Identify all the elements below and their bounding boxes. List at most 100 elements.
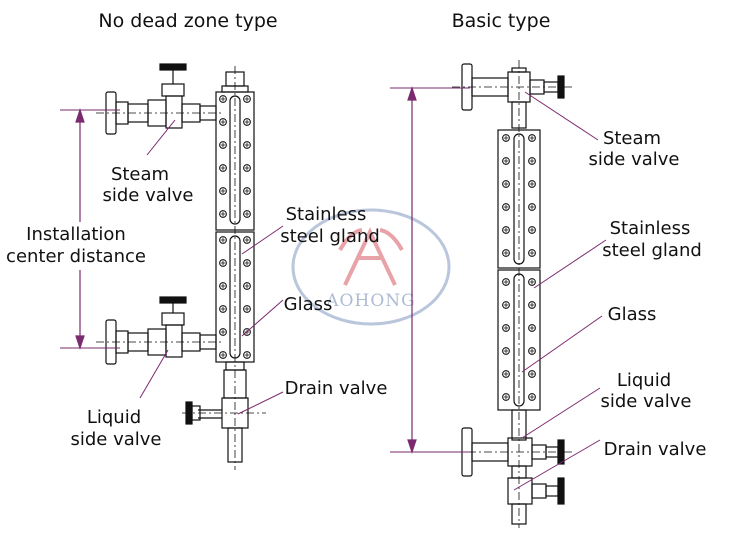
bolt-cross (220, 329, 226, 335)
right-liquid-label-line2: side valve (600, 391, 691, 412)
bolt-icon (219, 259, 227, 267)
leader-left-steam (146, 119, 176, 156)
bolt-icon (502, 278, 510, 286)
bolt-icon (219, 164, 227, 172)
leader-right-steam (524, 91, 599, 141)
bolt-cross (244, 306, 250, 312)
bolt-icon (219, 118, 227, 126)
leader-lines (139, 91, 607, 491)
bolt-cross (529, 135, 535, 141)
bolt-icon (502, 203, 510, 211)
right-gland-label-line2: steel gland (602, 240, 702, 261)
right-liquid-label-line1: Liquid (617, 370, 671, 391)
bolt-cross (244, 352, 250, 358)
bolt-icon (219, 187, 227, 195)
bolt-cross (529, 371, 535, 377)
bolt-icon (243, 187, 251, 195)
bolt-icon (243, 95, 251, 103)
bolt-cross (503, 158, 509, 164)
bolt-cross (503, 181, 509, 187)
bolt-cross (503, 135, 509, 141)
bolt-icon (528, 226, 536, 234)
installation-label-line1: Installation (26, 224, 126, 245)
leader-right-gland (533, 239, 607, 289)
bolt-icon (243, 259, 251, 267)
bolt-icon (528, 347, 536, 355)
bolt-icon (243, 118, 251, 126)
left-title: No dead zone type (98, 10, 277, 32)
watermark-ring (291, 208, 451, 326)
installation-dimension (60, 108, 120, 350)
left-liquid-label-line1: Liquid (87, 407, 141, 428)
bolt-cross (244, 119, 250, 125)
bolt-icon (528, 370, 536, 378)
bolt-icon (243, 210, 251, 218)
watermark-text: AOHONG (325, 291, 415, 311)
left-gland-label-line2: steel gland (280, 226, 380, 247)
left-bolt-grid (219, 95, 251, 359)
bolt-cross (503, 227, 509, 233)
bolt-icon (502, 180, 510, 188)
bolt-cross (529, 250, 535, 256)
bolt-cross (503, 204, 509, 210)
bolt-cross (220, 283, 226, 289)
leader-left-drain (237, 391, 284, 415)
bolt-cross (244, 283, 250, 289)
left-gauge (96, 63, 266, 470)
bolt-icon (219, 236, 227, 244)
left-steam-label-line2: side valve (102, 185, 193, 206)
bolt-cross (529, 181, 535, 187)
bolt-icon (502, 301, 510, 309)
bolt-icon (502, 249, 510, 257)
bolt-icon (219, 351, 227, 359)
bolt-icon (528, 134, 536, 142)
bolt-cross (244, 211, 250, 217)
left-glass-slot-upper (229, 95, 241, 225)
watermark-logo: AOHONG (291, 208, 451, 326)
bolt-icon (243, 236, 251, 244)
bolt-cross (503, 250, 509, 256)
right-drain-label: Drain valve (604, 439, 707, 460)
right-title: Basic type (452, 10, 551, 32)
bolt-cross (220, 165, 226, 171)
bolt-icon (528, 203, 536, 211)
bolt-cross (220, 188, 226, 194)
right-gland-label-line1: Stainless (610, 218, 691, 239)
left-steam-label-line1: Steam (111, 164, 169, 185)
bolt-cross (529, 348, 535, 354)
bolt-icon (502, 393, 510, 401)
leader-right-liquid (521, 387, 601, 439)
bolt-cross (220, 142, 226, 148)
bolt-cross (220, 260, 226, 266)
bolt-cross (503, 348, 509, 354)
right-glass-label: Glass (608, 304, 657, 325)
bolt-icon (243, 282, 251, 290)
bolt-icon (219, 282, 227, 290)
bolt-cross (244, 260, 250, 266)
left-drain-label: Drain valve (285, 378, 388, 399)
bolt-cross (220, 211, 226, 217)
bolt-cross (503, 325, 509, 331)
right-bolt-grid (502, 134, 536, 401)
bolt-icon (219, 141, 227, 149)
bolt-cross (220, 237, 226, 243)
right-gauge (452, 60, 574, 528)
bolt-cross (220, 96, 226, 102)
right-labels: Basic type Steam side valve Stainless st… (452, 10, 707, 460)
bolt-cross (529, 302, 535, 308)
bolt-cross (503, 279, 509, 285)
bolt-icon (243, 328, 251, 336)
leader-left-glass (241, 299, 284, 337)
bolt-cross (529, 279, 535, 285)
bolt-cross (244, 188, 250, 194)
left-glass-label: Glass (284, 294, 333, 315)
bolt-icon (219, 210, 227, 218)
right-steam-valve (452, 63, 574, 129)
bolt-icon (219, 305, 227, 313)
bolt-cross (244, 165, 250, 171)
bolt-icon (528, 393, 536, 401)
bolt-icon (528, 180, 536, 188)
left-steam-valve (96, 63, 222, 135)
